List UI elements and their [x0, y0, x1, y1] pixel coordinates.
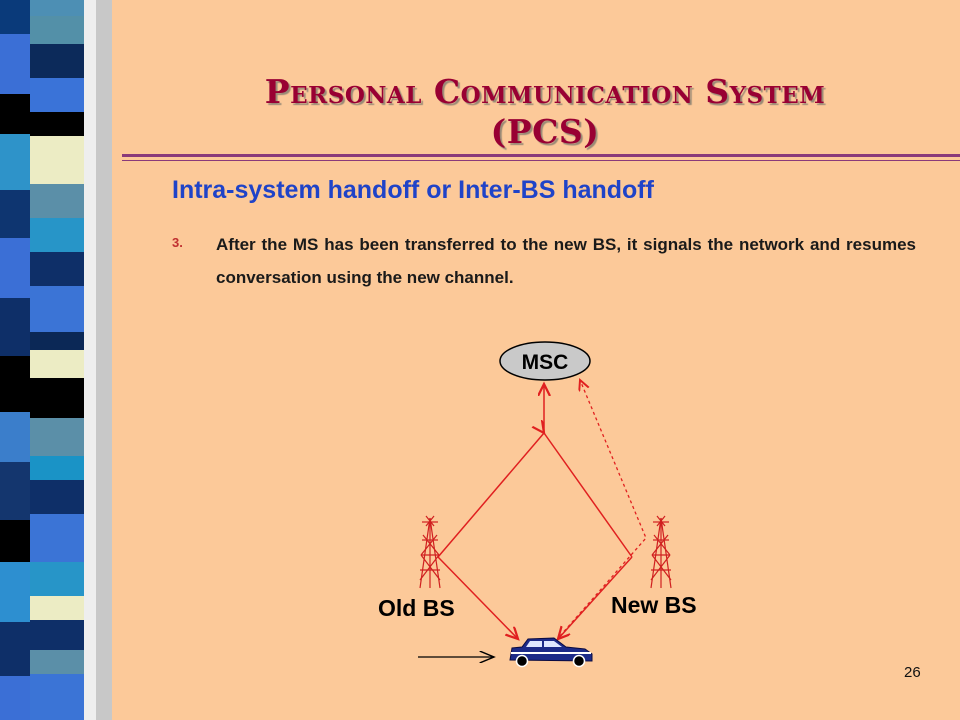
old-bs-link [437, 432, 545, 558]
step-number: 3. [172, 235, 183, 250]
decorative-side-strip [0, 0, 112, 720]
slide-title-line2: (PCS) [490, 112, 600, 151]
old-bs-to-ms-link [437, 556, 518, 639]
new-bs-label: New BS [611, 592, 697, 618]
old-bs-label: Old BS [378, 595, 455, 621]
signalling-path [559, 380, 647, 637]
slide-subtitle: Intra-system handoff or Inter-BS handoff [172, 176, 654, 204]
car-icon [509, 637, 593, 668]
page-number: 26 [904, 664, 921, 681]
slide-title-line1: Personal Communication System [264, 72, 826, 111]
handoff-diagram: MSC Old BS [378, 341, 697, 668]
title-rule-thin [122, 160, 960, 161]
step-text: After the MS has been transferred to the… [216, 235, 916, 287]
slide-title: Personal Communication System (PCS) [150, 72, 940, 152]
new-bs-to-ms-link [558, 556, 633, 639]
msc-node: MSC [499, 341, 591, 381]
new-bs-link [544, 433, 633, 558]
msc-label: MSC [522, 351, 569, 374]
title-rule [122, 154, 960, 157]
old-bs-tower-icon [419, 515, 441, 589]
new-bs-tower-icon [650, 515, 672, 589]
